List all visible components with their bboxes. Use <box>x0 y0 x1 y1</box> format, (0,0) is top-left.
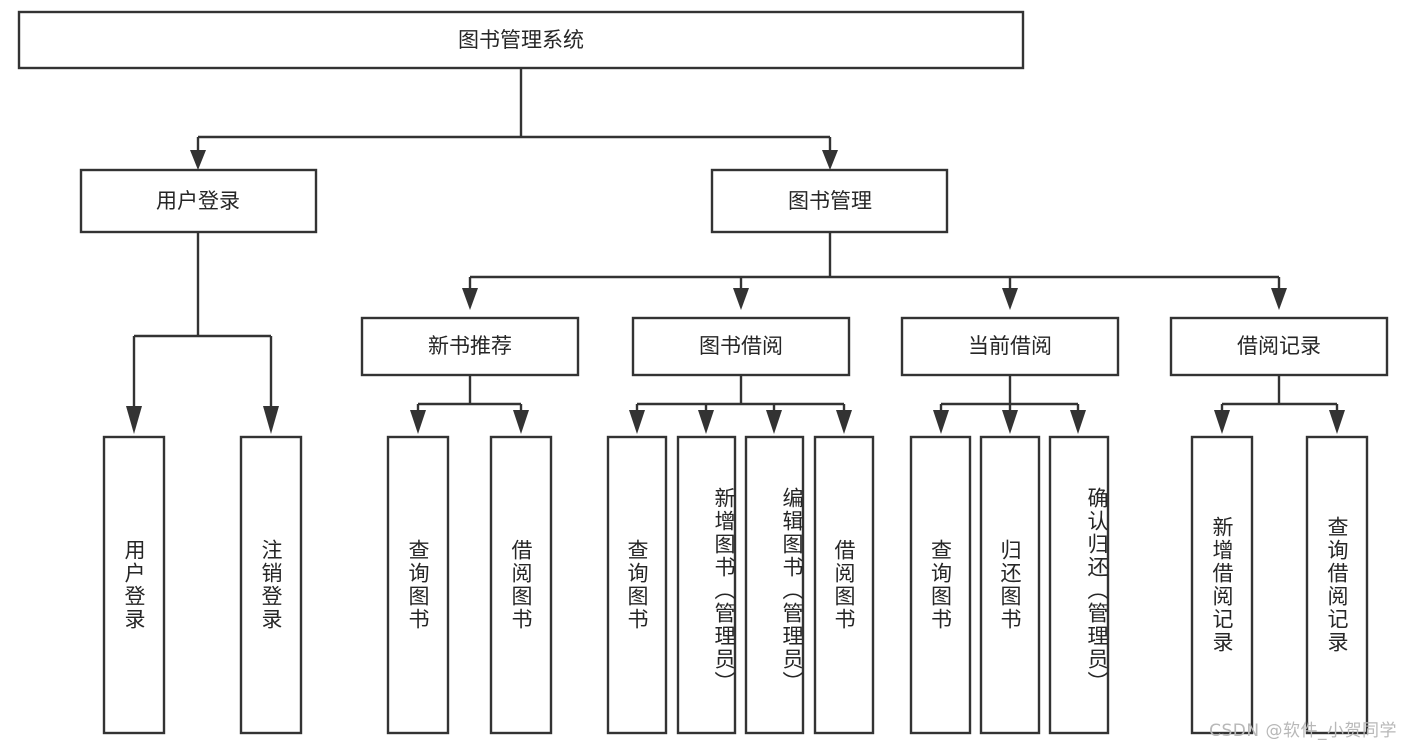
node-borrow-record[interactable]: 借阅记录 <box>1169 316 1389 377</box>
node-leaf-confirm-return-box[interactable] <box>1048 435 1110 735</box>
node-borrow-record-box[interactable] <box>1169 316 1389 377</box>
arrowhead-borrowrecord <box>1271 288 1287 310</box>
node-current-borrow-box[interactable] <box>900 316 1120 377</box>
node-book-borrow-label: 图书借阅 <box>699 334 783 358</box>
node-book-borrow[interactable]: 图书借阅 <box>631 316 851 377</box>
node-root[interactable]: 图书管理系统 <box>17 10 1025 70</box>
arrowhead-leaf-query-book-1 <box>410 410 426 434</box>
node-leaf-return-book-box[interactable] <box>979 435 1041 735</box>
arrowhead-leaf-add-record <box>1214 410 1230 434</box>
arrowhead-leaf-confirm-return <box>1070 410 1086 434</box>
arrowhead-leaf-logout <box>263 406 279 434</box>
leaf-layer <box>102 435 1369 735</box>
node-book-manage[interactable]: 图书管理 <box>710 168 949 234</box>
node-current-borrow-label: 当前借阅 <box>968 334 1052 358</box>
node-leaf-add-book-box[interactable] <box>676 435 737 735</box>
arrowhead-leaf-query-book-3 <box>933 410 949 434</box>
node-new-book-rec-label: 新书推荐 <box>428 334 512 358</box>
node-leaf-user-login-box[interactable] <box>102 435 166 735</box>
node-leaf-query-book-2-box[interactable] <box>606 435 668 735</box>
arrowhead-leaf-add-book <box>698 410 714 434</box>
node-leaf-logout-box[interactable] <box>239 435 303 735</box>
node-book-borrow-box[interactable] <box>631 316 851 377</box>
arrowhead-leaf-query-record <box>1329 410 1345 434</box>
node-new-book-rec[interactable]: 新书推荐 <box>360 316 580 377</box>
csdn-watermark: CSDN @软件_小贺同学 <box>1209 721 1397 741</box>
arrowhead-newbook <box>462 288 478 310</box>
connector-layer <box>126 68 1345 434</box>
arrowhead-bookborrow <box>733 288 749 310</box>
node-current-borrow[interactable]: 当前借阅 <box>900 316 1120 377</box>
arrowhead-leaf-user-login <box>126 406 142 434</box>
node-leaf-borrow-book-1-box[interactable] <box>489 435 553 735</box>
arrowhead-currentborrow <box>1002 288 1018 310</box>
node-new-book-rec-box[interactable] <box>360 316 580 377</box>
node-root-label: 图书管理系统 <box>458 28 584 52</box>
arrowhead-leaf-edit-book <box>766 410 782 434</box>
arrowhead-leaf-return-book <box>1002 410 1018 434</box>
arrowhead-leaf-borrow-book-2 <box>836 410 852 434</box>
node-leaf-query-book-1-box[interactable] <box>386 435 450 735</box>
arrowhead-leaf-query-book-2 <box>629 410 645 434</box>
arrowhead-user-login <box>190 150 206 170</box>
node-leaf-query-book-3-box[interactable] <box>909 435 972 735</box>
node-user-login-label: 用户登录 <box>156 189 240 213</box>
node-leaf-query-record-box[interactable] <box>1305 435 1369 735</box>
node-user-login-box[interactable] <box>79 168 318 234</box>
node-leaf-borrow-book-2-box[interactable] <box>813 435 875 735</box>
arrowhead-leaf-borrow-book-1 <box>513 410 529 434</box>
node-book-manage-label: 图书管理 <box>788 189 872 213</box>
arrowhead-book-manage <box>822 150 838 170</box>
node-user-login[interactable]: 用户登录 <box>79 168 318 234</box>
node-leaf-add-record-box[interactable] <box>1190 435 1254 735</box>
node-borrow-record-label: 借阅记录 <box>1237 334 1321 358</box>
node-book-manage-box[interactable] <box>710 168 949 234</box>
node-leaf-edit-book-box[interactable] <box>744 435 805 735</box>
node-root-box[interactable] <box>17 10 1025 70</box>
